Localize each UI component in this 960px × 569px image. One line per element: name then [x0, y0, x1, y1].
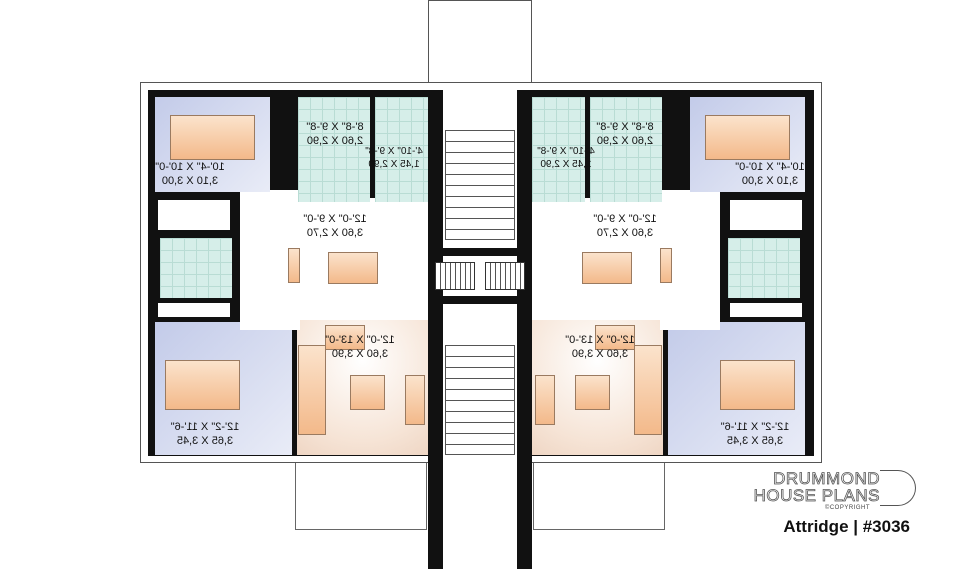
left-bathroom-1-label: 4'-10" X 9'-8" 1,45 X 2,90 — [365, 145, 423, 171]
dimension-metric: 3,65 X 3,45 — [726, 435, 784, 447]
dimension-imperial: 12'-0" X 13'-0" — [565, 334, 635, 346]
right-tv-unit — [535, 375, 555, 425]
left-bed — [170, 115, 255, 160]
stairs-down — [445, 345, 515, 455]
landing-wall — [428, 296, 532, 304]
left-kitchen — [298, 97, 370, 202]
dimension-metric: 3,10 X 3,00 — [741, 175, 799, 187]
dimension-metric: 2,60 X 2,90 — [306, 135, 364, 147]
left-bedroom-1-label: 10'-4" X 10'-0" 3,10 X 3,00 — [155, 160, 225, 188]
dimension-metric: 1,45 X 2,90 — [540, 159, 592, 170]
dimension-metric: 2,60 X 2,90 — [596, 135, 654, 147]
brand-logo: DRUMMOND HOUSE PLANS ©COPYRIGHT — [750, 470, 880, 512]
dimension-imperial: 10'-4" X 10'-0" — [155, 161, 225, 173]
right-closet — [730, 200, 802, 230]
dimension-metric: 1,45 X 2,90 — [368, 159, 420, 170]
right-bathroom-2 — [728, 238, 800, 298]
dimension-imperial: 4'-10" X 9'-8" — [537, 146, 595, 157]
left-tv-unit — [405, 375, 425, 425]
left-kitchen-label: 8'-8" X 9'-8" 2,60 X 2,90 — [306, 120, 363, 148]
left-dining-table — [328, 252, 378, 284]
right-sideboard — [660, 248, 672, 283]
right-kitchen — [590, 97, 662, 202]
left-closet — [158, 200, 230, 230]
brand-line-1: DRUMMOND — [773, 469, 880, 488]
right-bathroom-1-label: 4'-10" X 9'-8" 1,45 X 2,90 — [537, 145, 595, 171]
dimension-metric: 3,60 X 2,70 — [306, 227, 364, 239]
brand-line-2: HOUSE PLANS — [753, 486, 880, 505]
left-closet-2 — [158, 303, 230, 317]
left-bedroom-2-label: 12'-2" X 11'-6" 3,65 X 3,45 — [171, 420, 240, 448]
dimension-imperial: 8'-8" X 9'-8" — [596, 121, 654, 133]
right-coffee-table — [575, 375, 610, 410]
left-sofa — [298, 345, 326, 435]
right-closet-2 — [730, 303, 802, 317]
right-armchair — [595, 325, 635, 350]
copyright: ©COPYRIGHT — [824, 505, 870, 511]
landing-wall — [428, 248, 532, 256]
porch-right — [533, 460, 665, 530]
left-sideboard — [288, 248, 300, 283]
right-living-label: 12'-0" X 13'-0" 3,60 X 3,90 — [565, 333, 635, 361]
dimension-imperial: 10'-4" X 10'-0" — [735, 161, 805, 173]
stairwell-wall-left — [428, 90, 443, 569]
storage-closet-left — [435, 262, 475, 290]
right-bed — [720, 360, 795, 410]
dimension-imperial: 12'-0" X 9'-0" — [593, 213, 657, 225]
left-coffee-table — [350, 375, 385, 410]
storage-closet-right — [485, 262, 525, 290]
left-bathroom-1 — [375, 97, 428, 202]
left-bathroom-2 — [160, 238, 232, 298]
right-dining-label: 12'-0" X 9'-0" 3,60 X 2,70 — [593, 212, 656, 240]
dimension-metric: 3,60 X 2,70 — [596, 227, 654, 239]
right-dining-table — [582, 252, 632, 284]
right-bedroom-2-label: 12'-2" X 11'-6" 3,65 X 3,45 — [721, 420, 790, 448]
dimension-imperial: 12'-2" X 11'-6" — [170, 421, 240, 433]
dimension-imperial: 4'-10" X 9'-8" — [365, 146, 423, 157]
right-bedroom-1-label: 10'-4" X 10'-0" 3,10 X 3,00 — [735, 160, 805, 188]
dimension-imperial: 12'-0" X 9'-0" — [303, 213, 367, 225]
left-living-label: 12'-0" X 13'-0" 3,60 X 3,90 — [325, 333, 395, 361]
right-bathroom-1 — [532, 97, 585, 202]
dimension-metric: 3,60 X 3,90 — [571, 348, 629, 360]
dimension-imperial: 12'-2" X 11'-6" — [720, 421, 790, 433]
stair-tower — [428, 0, 532, 84]
porch-left — [295, 460, 427, 530]
dimension-metric: 3,10 X 3,00 — [161, 175, 219, 187]
dimension-imperial: 8'-8" X 9'-8" — [306, 121, 364, 133]
plan-caption: Attridge | #3036 — [783, 517, 910, 536]
right-kitchen-label: 8'-8" X 9'-8" 2,60 X 2,90 — [596, 120, 653, 148]
stairs-up — [445, 130, 515, 240]
right-bed — [705, 115, 790, 160]
brand-mark-icon — [880, 470, 916, 506]
stairwell-wall-right — [517, 90, 532, 569]
left-bed — [165, 360, 240, 410]
right-sofa — [634, 345, 662, 435]
left-dining-label: 12'-0" X 9'-0" 3,60 X 2,70 — [303, 212, 366, 240]
dimension-imperial: 12'-0" X 13'-0" — [325, 334, 395, 346]
dimension-metric: 3,60 X 3,90 — [331, 348, 389, 360]
dimension-metric: 3,65 X 3,45 — [176, 435, 234, 447]
left-armchair — [325, 325, 365, 350]
